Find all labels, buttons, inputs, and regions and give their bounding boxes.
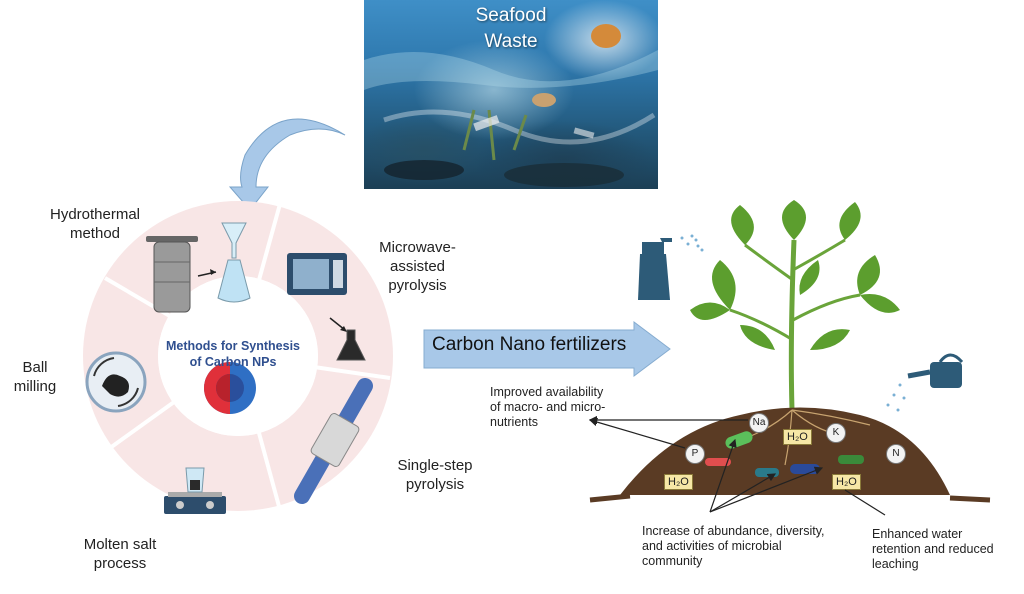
arrow-label: Carbon Nano fertilizers (432, 334, 627, 355)
hot-plate-icon (164, 467, 226, 514)
microwave-line1: Microwave- (379, 239, 456, 256)
ball-line2: milling (13, 378, 57, 395)
single-line1: Single-step (397, 457, 473, 474)
hydrothermal-line2: method (69, 225, 121, 242)
note-nutrient-availability: Improved availability of macro- and micr… (490, 385, 605, 430)
label-microwave-pyrolysis: Microwave- assisted pyrolysis (370, 238, 465, 295)
center-title-line2: of Carbon NPs (189, 355, 277, 369)
microbial-line1: Increase of abundance, diversity, (642, 524, 825, 538)
nutrients-line2: of macro- and micro- (490, 400, 606, 414)
curved-arrow-icon (228, 118, 346, 211)
ball-milling-icon (85, 351, 147, 413)
single-line2: pyrolysis (405, 476, 465, 493)
water-line1: Enhanced water (872, 527, 963, 541)
hydrothermal-apparatus-icon (146, 222, 251, 313)
microwave-line3: pyrolysis (388, 277, 447, 294)
center-title-line1: Methods for Synthesis (165, 339, 301, 353)
molten-line1: Molten salt (83, 536, 157, 553)
ion-na: Na (749, 413, 769, 433)
microbial-line3: community (642, 554, 703, 568)
ocean-debris-illustration (364, 24, 658, 187)
label-ball-milling: Ball milling (5, 358, 65, 396)
water-line3: leaching (872, 557, 919, 571)
water-chip-left: H₂O (664, 474, 693, 490)
label-hydrothermal-method: Hydrothermal method (40, 205, 150, 243)
carbon-nanoparticle-icon (204, 362, 256, 414)
ion-p: P (685, 444, 705, 464)
water-chip-right: H₂O (832, 474, 861, 490)
nutrients-line3: nutrients (490, 415, 538, 429)
annotation-lines (588, 415, 886, 516)
label-molten-salt-process: Molten salt process (70, 535, 170, 573)
note-microbial-community: Increase of abundance, diversity, and ac… (642, 524, 825, 569)
ion-k: K (826, 423, 846, 443)
fertilizer-arrow-icon (423, 321, 671, 377)
microwave-icon (287, 253, 366, 361)
label-single-step-pyrolysis: Single-step pyrolysis (380, 456, 490, 494)
molten-line2: process (93, 555, 147, 572)
nutrients-line1: Improved availability (490, 385, 604, 399)
ball-line1: Ball (22, 359, 48, 376)
wheel-center-title: Methods for Synthesis of Carbon NPs (153, 338, 313, 370)
plant-soil-illustration (589, 200, 991, 503)
photo-title: Seafood Waste (364, 3, 658, 55)
spray-bottle-icon (638, 234, 704, 300)
photo-title-line2: Waste (484, 31, 538, 52)
watering-can-icon (886, 353, 964, 412)
ion-n: N (886, 444, 906, 464)
note-water-retention: Enhanced water retention and reduced lea… (872, 527, 994, 572)
water-line2: retention and reduced (872, 542, 994, 556)
hydrothermal-line1: Hydrothermal (49, 206, 141, 223)
photo-title-line1: Seafood (475, 5, 547, 26)
microwave-line2: assisted (389, 258, 446, 275)
water-chip-top: H₂O (783, 429, 812, 445)
microbial-line2: and activities of microbial (642, 539, 782, 553)
seafood-waste-photo: Seafood Waste (364, 0, 658, 189)
pyrolysis-tube-icon (294, 378, 373, 504)
